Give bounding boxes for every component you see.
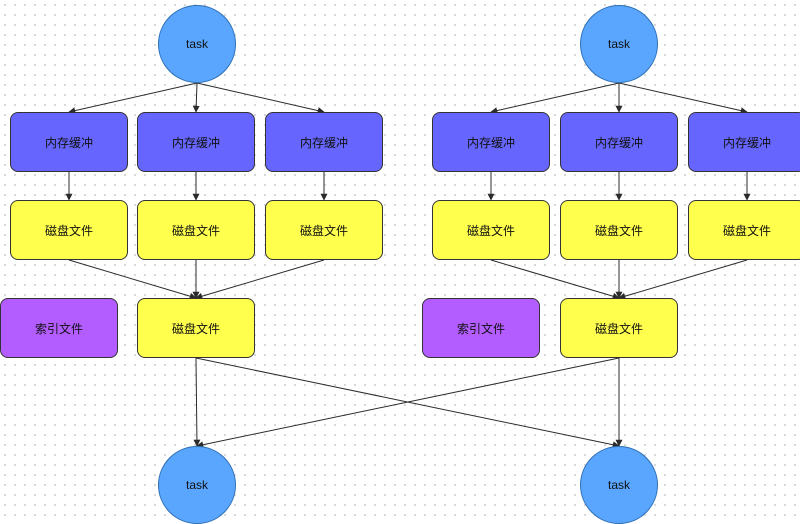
node-label: 内存缓冲	[722, 135, 771, 150]
node-task-bottom-left: task	[158, 446, 236, 524]
node-label: 内存缓冲	[466, 135, 515, 150]
node-disk-l3: 磁盘文件	[265, 200, 383, 260]
edge-task-right-to-mem-r3	[618, 82, 748, 115]
edge-task-left-to-mem-l1	[68, 82, 198, 115]
node-label: task	[607, 37, 630, 51]
node-label: 内存缓冲	[594, 135, 643, 150]
node-label: 磁盘文件	[171, 321, 220, 336]
node-index-left: 索引文件	[0, 298, 118, 358]
node-label: task	[607, 478, 630, 492]
node-label: 磁盘文件	[171, 223, 220, 238]
edge-task-right-to-mem-r1	[490, 82, 620, 115]
node-mem-r1: 内存缓冲	[432, 112, 550, 172]
node-label: 磁盘文件	[466, 223, 515, 238]
node-task-right: task	[580, 5, 658, 83]
node-disk-r3: 磁盘文件	[688, 200, 800, 260]
edge-merged-left-to-task-bottom-left	[193, 357, 201, 447]
node-merged-right: 磁盘文件	[560, 298, 678, 358]
node-disk-l1: 磁盘文件	[10, 200, 128, 260]
node-disk-r2: 磁盘文件	[560, 200, 678, 260]
edge-task-left-to-mem-l2	[192, 82, 200, 113]
node-label: 磁盘文件	[44, 223, 93, 238]
node-disk-l2: 磁盘文件	[137, 200, 255, 260]
edge-disk-l1-to-merged-left	[68, 259, 197, 300]
node-label: 索引文件	[34, 321, 83, 336]
node-mem-l1: 内存缓冲	[10, 112, 128, 172]
node-label: task	[185, 478, 208, 492]
node-label: 磁盘文件	[594, 223, 643, 238]
node-index-right: 索引文件	[422, 298, 540, 358]
node-label: 内存缓冲	[44, 135, 93, 150]
node-label: 磁盘文件	[722, 223, 771, 238]
edge-disk-l3-to-merged-left	[195, 259, 325, 300]
node-label: 内存缓冲	[171, 135, 220, 150]
node-task-left: task	[158, 5, 236, 83]
node-mem-r2: 内存缓冲	[560, 112, 678, 172]
node-label: 内存缓冲	[299, 135, 348, 150]
node-merged-left: 磁盘文件	[137, 298, 255, 358]
node-disk-r1: 磁盘文件	[432, 200, 550, 260]
node-label: 磁盘文件	[299, 223, 348, 238]
edge-merged-right-to-task-bottom-left	[196, 357, 620, 449]
node-mem-r3: 内存缓冲	[688, 112, 800, 172]
node-mem-l2: 内存缓冲	[137, 112, 255, 172]
node-task-bottom-right: task	[580, 446, 658, 524]
edge-task-left-to-mem-l3	[196, 82, 325, 115]
node-label: task	[185, 37, 208, 51]
node-mem-l3: 内存缓冲	[265, 112, 383, 172]
node-label: 索引文件	[456, 321, 505, 336]
node-label: 磁盘文件	[594, 321, 643, 336]
edge-disk-r3-to-merged-right	[618, 259, 748, 300]
edge-disk-r1-to-merged-right	[490, 259, 620, 300]
edges-layer	[65, 82, 751, 449]
